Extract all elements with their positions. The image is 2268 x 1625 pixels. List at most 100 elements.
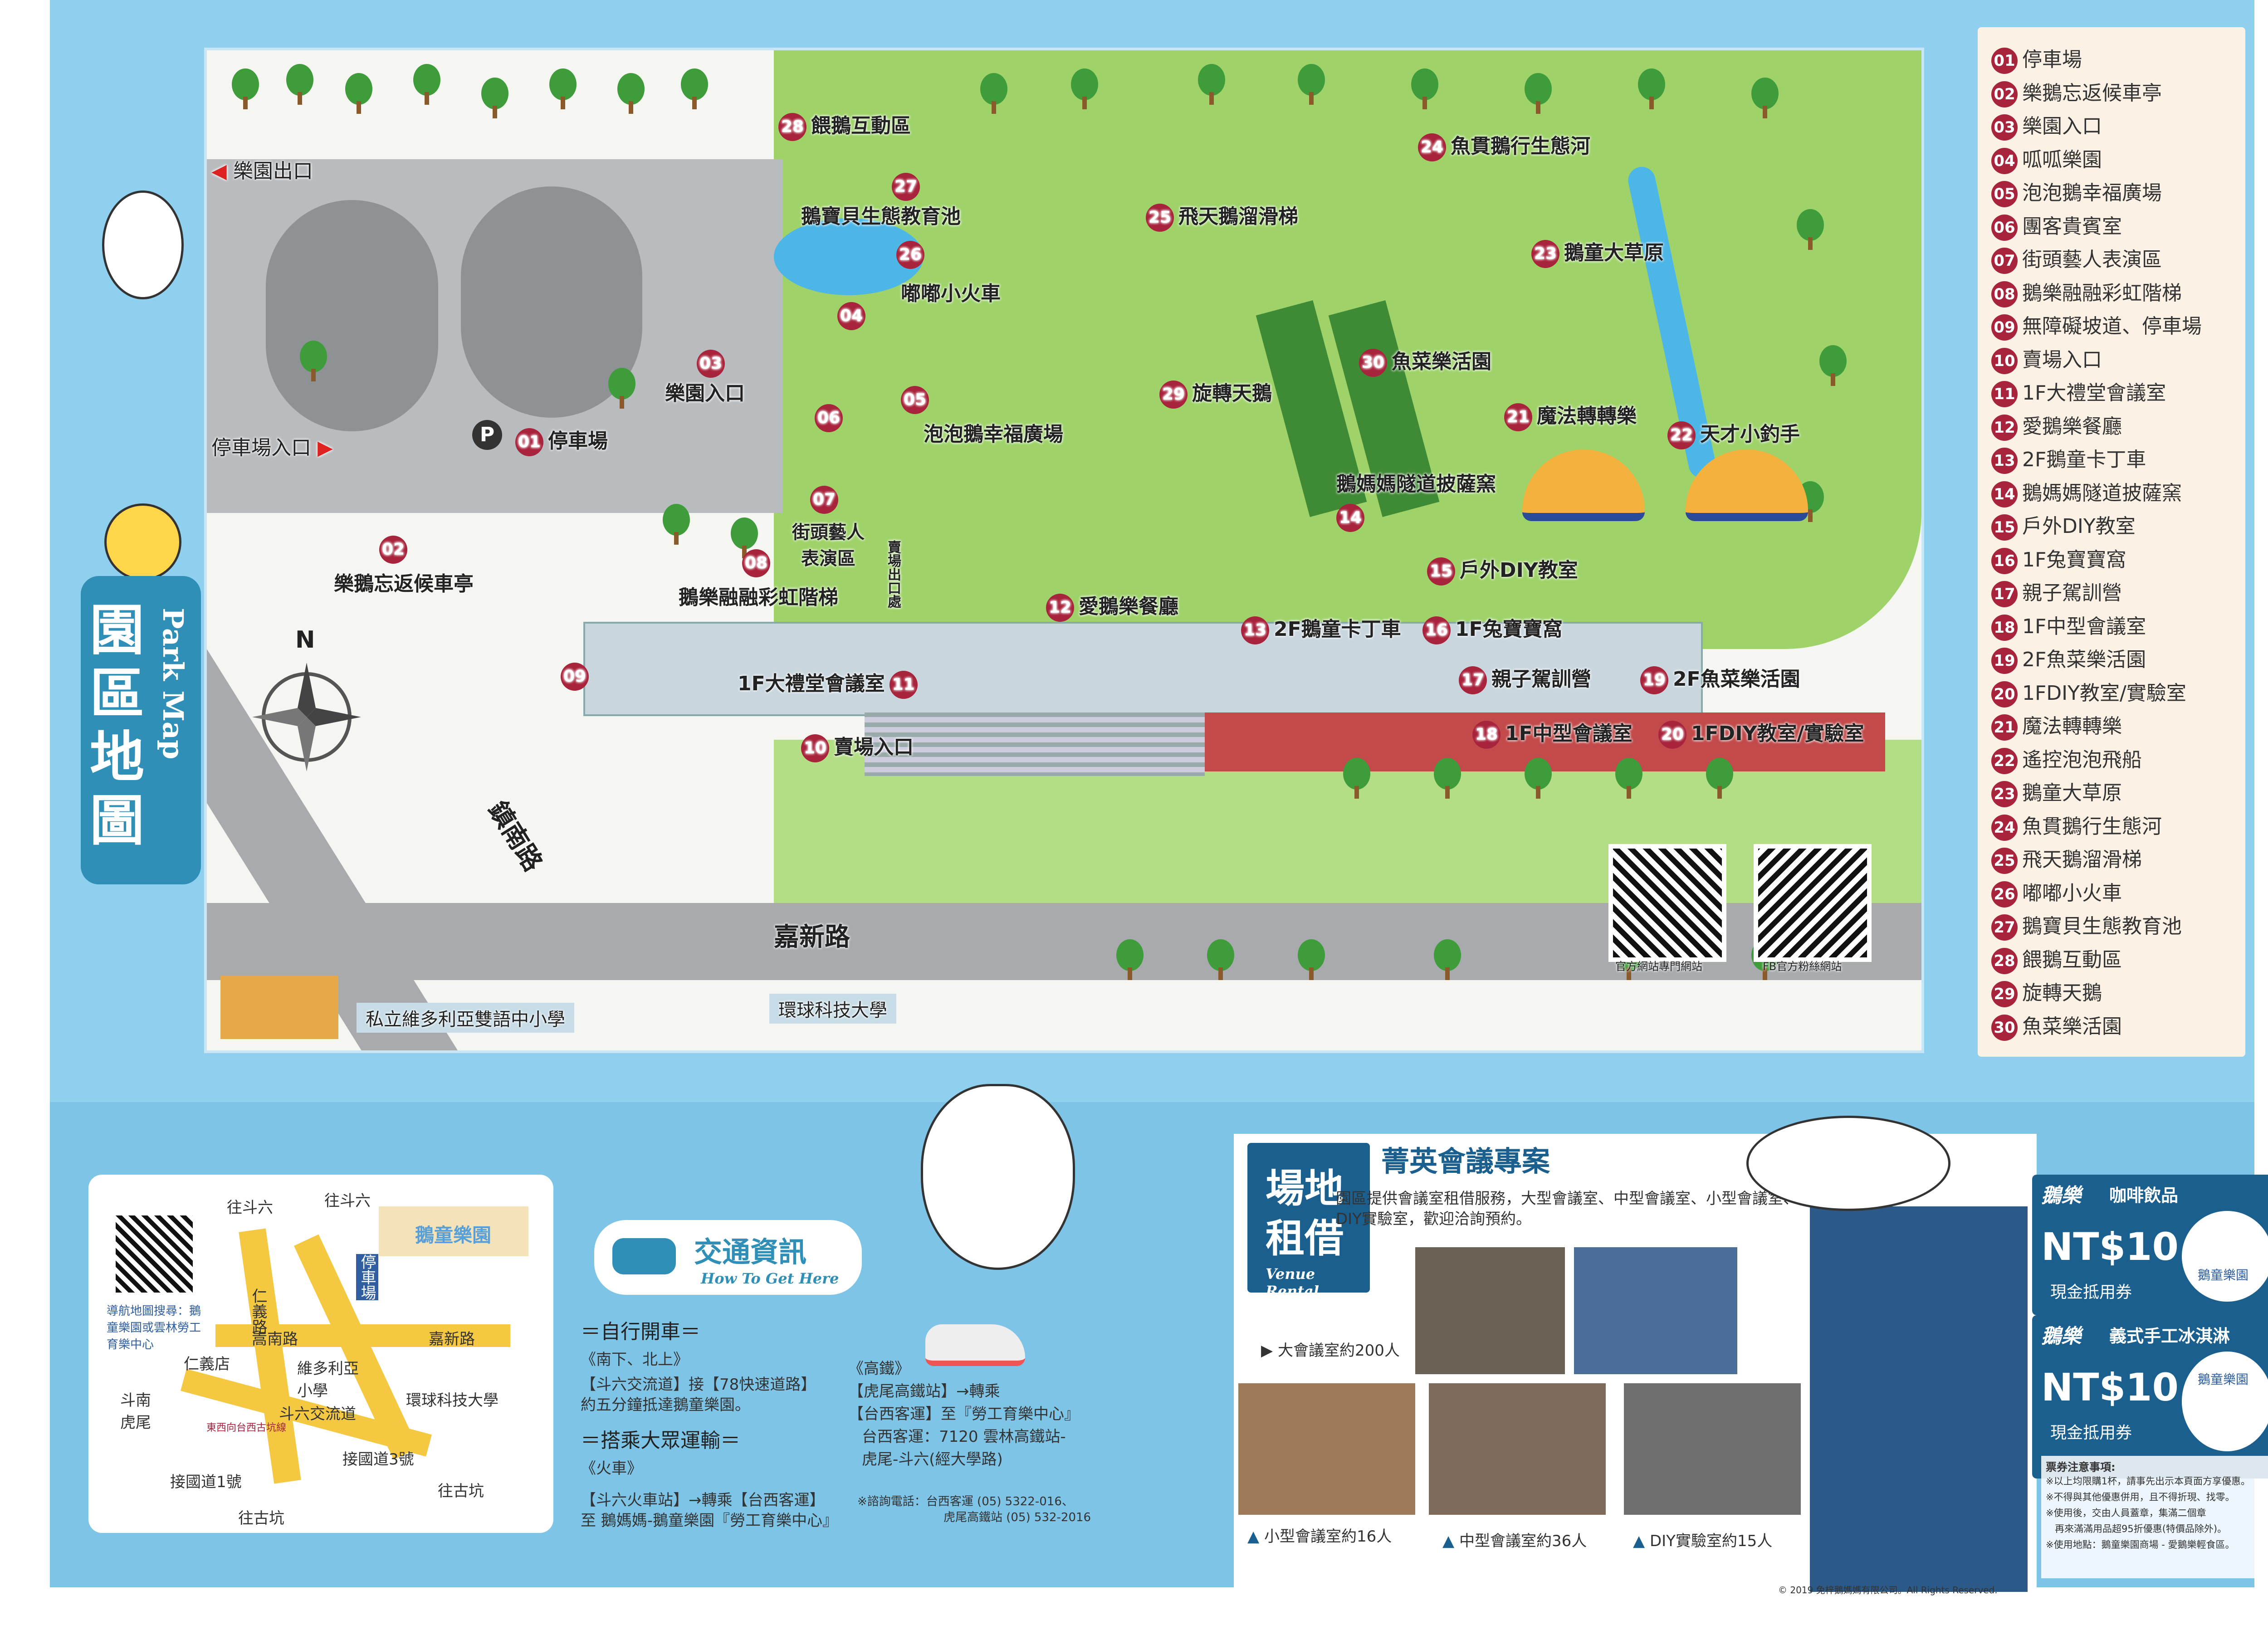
legend-number-badge: 19 <box>1991 648 2018 674</box>
official-site-qr-code[interactable] <box>1608 844 1726 962</box>
compass-rose-icon: N <box>243 626 370 776</box>
tree <box>1613 758 1645 799</box>
map-label-08-text: 鵝樂融融彩虹階梯 <box>679 586 838 609</box>
legend-item-label: 賣場入口 <box>2022 348 2102 371</box>
map-label-07[interactable]: 07 <box>810 486 843 514</box>
legend-number-badge: 10 <box>1991 347 2018 374</box>
map-label-04[interactable]: 04 <box>837 302 870 330</box>
huwei-label: 斗南虎尾 <box>120 1391 151 1432</box>
navigation-qr-code[interactable] <box>116 1215 193 1293</box>
ice-cream-coupon[interactable]: 鵝樂 義式手工冰淇淋 NT$10 現金抵用券 鵝童樂園 <box>2032 1315 2268 1479</box>
map-label-06[interactable]: 06 <box>815 404 847 432</box>
renyi-road-shape <box>239 1228 301 1484</box>
coffee-coupon[interactable]: 鵝樂 咖啡飲品 NT$10 現金抵用券 鵝童樂園 <box>2032 1175 2268 1315</box>
ice-cream-coupon-logo: 鵝童樂園 <box>2182 1352 2268 1451</box>
official-site-qr-caption: 官方網站專門網站 <box>1615 960 1702 973</box>
map-label-09[interactable]: 09 <box>561 663 593 691</box>
to-gukeng-label-1: 往古坑 <box>238 1509 284 1527</box>
high-speed-rail-icon <box>925 1324 1025 1366</box>
song-nan-road-shape <box>215 1324 510 1347</box>
map-label-03-text: 樂園入口 <box>665 382 745 405</box>
legend-number-badge: 17 <box>1991 581 2018 607</box>
tree <box>479 78 511 118</box>
university-label: 環球科技大學 <box>769 994 896 1024</box>
fb-page-qr-code[interactable] <box>1754 844 1872 962</box>
legend-item-label: 飛天鵝溜滑梯 <box>2022 848 2142 871</box>
map-label-08[interactable]: 08 <box>742 549 775 577</box>
map-label-03[interactable]: 03 <box>697 350 729 378</box>
venue-title-line-1: 場地 <box>1266 1166 1344 1211</box>
map-label-26[interactable]: 26 <box>896 241 929 269</box>
map-label-27[interactable]: 27 <box>892 173 924 201</box>
coupon-notes-line-2: ※不得與其他優惠併用，且不得折現、找零。 <box>2046 1492 2235 1503</box>
to-douliu-label-2: 往斗六 <box>324 1192 371 1210</box>
coffee-coupon-amount: NT$10 <box>2041 1225 2179 1269</box>
map-label-05[interactable]: 05 <box>901 386 934 414</box>
legend-item-label: 2F鵝童卡丁車 <box>2022 448 2146 471</box>
ice-cream-coupon-brand: 鵝樂 <box>2041 1325 2081 1348</box>
ice-cream-coupon-note: 現金抵用券 <box>2050 1424 2132 1442</box>
legend-item-label: 鵝童大草原 <box>2022 781 2122 805</box>
legend-item-label: 鵝寶貝生態教育池 <box>2022 915 2182 938</box>
ice-cream-coupon-logo-text: 鵝童樂園 <box>2198 1372 2249 1387</box>
venue-title-line-2: 租借 <box>1266 1216 1344 1261</box>
map-label-02[interactable]: 02 <box>379 536 412 564</box>
self-drive-header: ＝自行開車＝ <box>581 1320 700 1343</box>
ramp-3-label: 接國道3號 <box>342 1450 414 1469</box>
coffee-coupon-item: 咖啡飲品 <box>2109 1186 2179 1205</box>
park-map-title-badge: 園區地圖 Park Map <box>81 576 201 884</box>
map-label-14[interactable]: 14 <box>1336 504 1369 532</box>
coupon-notes-line-1: ※以上均限購1杯，請事先出示本頁面方享優惠。 <box>2046 1476 2250 1487</box>
